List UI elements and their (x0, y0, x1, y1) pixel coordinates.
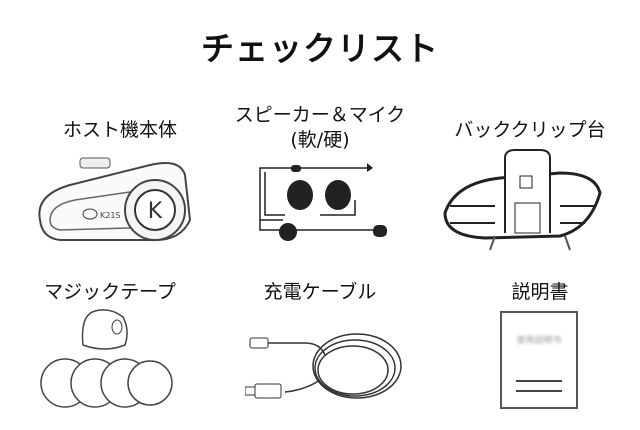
charging-cable-icon (245, 333, 402, 399)
device-model-text: K21S (100, 211, 121, 220)
velcro-pads-icon (40, 309, 173, 408)
item-label-back-clip: バッククリップ台 (454, 119, 606, 141)
item-sublabel-speaker-mic: (軟/硬) (290, 129, 350, 151)
page-title: チェックリスト (201, 29, 439, 68)
manual-title-blurred: 使用説明书 (516, 336, 562, 346)
item-label-speaker-mic: スピーカー＆マイク (234, 104, 406, 126)
back-clip-icon (443, 149, 602, 251)
item-label-manual: 説明書 (511, 281, 569, 303)
intercom-device-icon: K K21S (38, 157, 192, 242)
item-label-velcro: マジックテープ (44, 281, 176, 303)
speaker-mic-icon (259, 163, 387, 241)
manual-icon: 使用説明书 (500, 311, 578, 409)
device-logo: K (148, 199, 163, 224)
item-label-host: ホスト機本体 (62, 119, 177, 141)
item-label-cable: 充電ケーブル (263, 281, 377, 303)
